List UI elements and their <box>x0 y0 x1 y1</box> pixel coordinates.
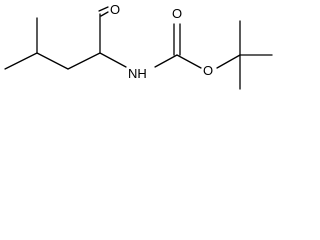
bond-aldehyde-c-o-1 <box>98 6 109 12</box>
carbonyl-oxygen-label: O <box>172 6 182 21</box>
bond-ester-o-tert-c <box>216 54 241 69</box>
bond-aldehyde-c-o-2 <box>100 11 109 17</box>
amine-nitrogen-label: NH <box>128 66 147 81</box>
bond-ch-methyl-down <box>4 52 38 70</box>
bond-alpha-n <box>99 52 127 68</box>
aldehyde-oxygen-label: O <box>110 2 120 17</box>
bond-alpha-ch2 <box>67 52 101 70</box>
bond-carbonyl-ester-o <box>176 54 202 69</box>
bond-ch2-ch <box>36 52 69 70</box>
bond-n-carbonyl <box>154 54 178 68</box>
chemical-structure: O NH O O <box>4 2 273 90</box>
ester-oxygen-label: O <box>203 63 213 78</box>
